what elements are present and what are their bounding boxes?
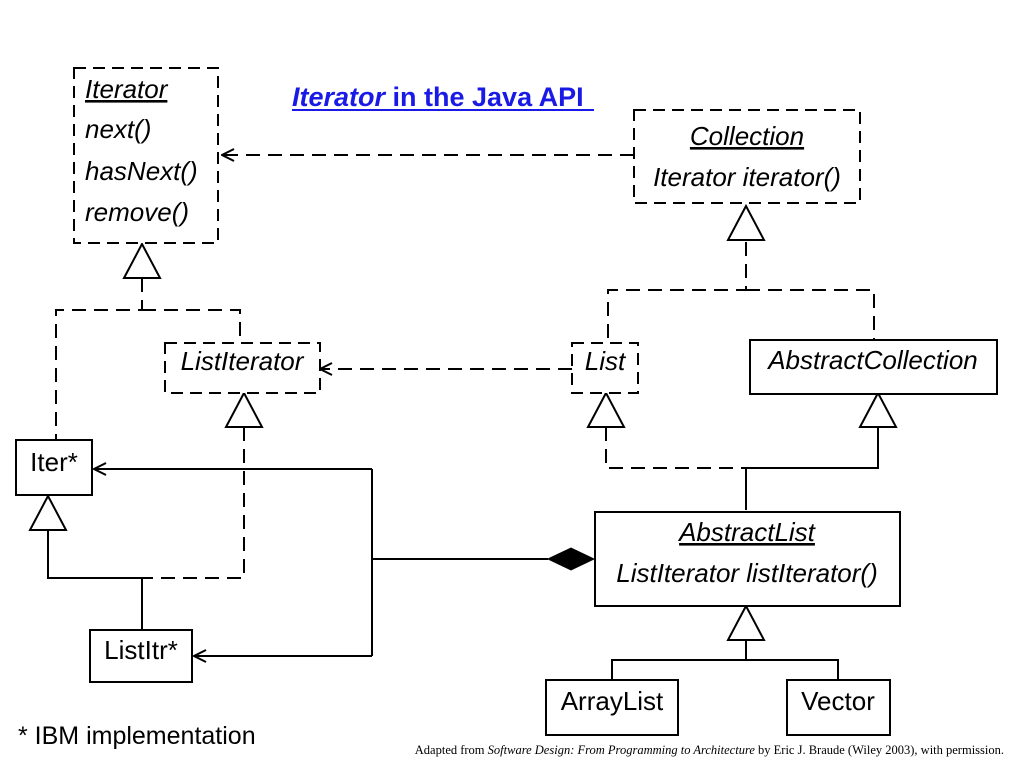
abstractcollection-name: AbstractCollection xyxy=(766,345,978,375)
vector-extends-abstractlist-line xyxy=(746,659,839,680)
iterator-method-remove: remove() xyxy=(85,197,189,227)
listiterator-extends-iterator-line xyxy=(142,309,241,342)
arraylist-extends-abstractlist-line xyxy=(611,640,747,680)
ibm-footnote: * IBM implementation xyxy=(18,722,256,750)
vector-name: Vector xyxy=(801,686,875,716)
iterator-method-next: next() xyxy=(85,114,151,144)
iter-name: Iter* xyxy=(30,447,78,477)
iter-class-node: Iter* xyxy=(15,439,93,496)
abstractcollection-class-node: AbstractCollection xyxy=(749,339,998,395)
abstractlist-generalization-triangle xyxy=(726,603,766,641)
listiterator-name: ListIterator xyxy=(181,346,305,376)
iterator-interface-node: Iterator next() hasNext() remove() xyxy=(73,67,219,244)
iterator-method-hasnext: hasNext() xyxy=(85,156,198,186)
list-generalization-triangle xyxy=(586,390,626,428)
listitr-extends-iter-line xyxy=(47,530,143,630)
credit-book-title: Software Design: From Programming to Arc… xyxy=(487,743,755,757)
source-credit: Adapted from Software Design: From Progr… xyxy=(415,743,1004,758)
abstractcollection-generalization-triangle xyxy=(858,390,898,428)
abstractlist-extends-abstractcollection-line xyxy=(745,427,879,510)
list-name: List xyxy=(585,346,627,376)
listitr-class-node: ListItr* xyxy=(89,629,193,683)
collection-name: Collection xyxy=(690,121,804,151)
iterator-name: Iterator xyxy=(85,74,169,104)
listiterator-generalization-triangle xyxy=(224,390,264,428)
list-extends-collection-line xyxy=(607,242,747,342)
abstractlist-name: AbstractList xyxy=(677,517,817,547)
arraylist-name: ArrayList xyxy=(561,686,664,716)
collection-interface-node: Collection Iterator iterator() xyxy=(633,109,861,204)
abstractlist-method-listiterator: ListIterator listIterator() xyxy=(616,558,878,588)
iterator-generalization-triangle xyxy=(122,241,162,279)
listiterator-interface-node: ListIterator xyxy=(164,342,321,394)
abstractlist-implements-list-line xyxy=(605,427,746,469)
composition-diamond xyxy=(546,547,596,571)
diagram-title: Iterator in the Java API xyxy=(292,82,584,112)
list-interface-node: List xyxy=(571,342,639,394)
iter-realizes-iterator-line xyxy=(55,278,143,440)
iter-generalization-triangle xyxy=(28,493,68,531)
arraylist-class-node: ArrayList xyxy=(545,679,679,736)
vector-class-node: Vector xyxy=(786,679,891,736)
credit-suffix: by Eric J. Braude (Wiley 2003), with per… xyxy=(754,743,1004,757)
credit-prefix: Adapted from xyxy=(414,743,488,757)
abstractcollection-implements-collection-line xyxy=(746,289,875,342)
collection-method-iterator: Iterator iterator() xyxy=(653,162,841,192)
listitr-implements-listiterator-line xyxy=(142,427,245,579)
collection-generalization-triangle xyxy=(726,203,766,241)
title-italic-part: Iterator xyxy=(292,82,387,112)
title-rest: in the Java API xyxy=(385,82,584,112)
listitr-name: ListItr* xyxy=(104,635,178,665)
abstractlist-class-node: AbstractList ListIterator listIterator() xyxy=(594,511,901,607)
